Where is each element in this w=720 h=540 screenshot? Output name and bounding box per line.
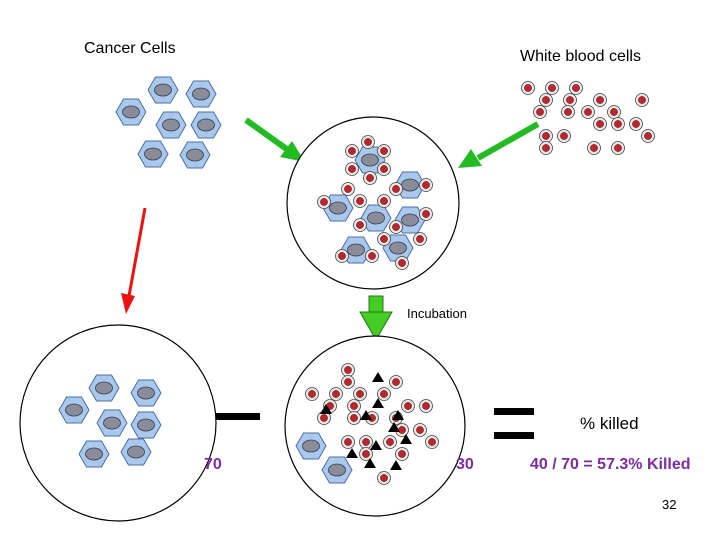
white-blood-cell bbox=[395, 447, 409, 461]
white-blood-cell bbox=[539, 129, 553, 143]
cancer-cell bbox=[137, 140, 169, 168]
incubation-label: Incubation bbox=[407, 306, 467, 321]
white-blood-cell bbox=[521, 81, 535, 95]
white-blood-cell bbox=[383, 435, 397, 449]
cancer-cells-label: Cancer Cells bbox=[84, 40, 176, 57]
survivor-count: 30 bbox=[456, 456, 474, 473]
white-blood-cell bbox=[359, 435, 373, 449]
white-blood-cell-group bbox=[521, 81, 655, 155]
cancer-cell-group bbox=[115, 76, 222, 169]
white-blood-cell bbox=[641, 129, 655, 143]
white-blood-cell bbox=[545, 81, 559, 95]
white-blood-cell bbox=[341, 435, 355, 449]
white-blood-cell bbox=[607, 105, 621, 119]
cancer-cell bbox=[190, 111, 222, 139]
red-arrow bbox=[121, 207, 147, 314]
minus-sign bbox=[216, 413, 260, 420]
white-blood-cell bbox=[413, 232, 427, 246]
control-count: 70 bbox=[204, 456, 222, 473]
cancer-cell bbox=[155, 111, 187, 139]
white-blood-cell bbox=[347, 411, 361, 425]
incubation-arrow bbox=[359, 295, 393, 342]
white-blood-cell bbox=[593, 93, 607, 107]
kill-formula: 40 / 70 = 57.3% Killed bbox=[530, 456, 691, 473]
white-blood-cell bbox=[389, 182, 403, 196]
white-blood-cell bbox=[377, 144, 391, 158]
white-blood-cell bbox=[539, 93, 553, 107]
white-blood-cell bbox=[419, 178, 433, 192]
white-blood-cell bbox=[329, 387, 343, 401]
white-blood-cell bbox=[563, 93, 577, 107]
percent-killed-label: % killed bbox=[580, 414, 639, 433]
white-blood-cell bbox=[377, 387, 391, 401]
white-blood-cell bbox=[377, 471, 391, 485]
white-blood-cell bbox=[557, 129, 571, 143]
white-blood-cell bbox=[539, 141, 553, 155]
white-blood-cell bbox=[635, 93, 649, 107]
white-blood-cell bbox=[353, 194, 367, 208]
slide-number: 32 bbox=[662, 497, 677, 512]
green-arrow-right bbox=[458, 121, 540, 168]
white-blood-cell bbox=[389, 220, 403, 234]
white-blood-cell bbox=[561, 105, 575, 119]
white-blood-cell bbox=[341, 182, 355, 196]
white-blood-cell bbox=[419, 207, 433, 221]
white-blood-cell bbox=[335, 249, 349, 263]
white-blood-cell bbox=[377, 232, 391, 246]
white-blood-cell bbox=[395, 256, 409, 270]
white-blood-cell bbox=[365, 249, 379, 263]
white-blood-cell bbox=[611, 117, 625, 131]
white-blood-cell bbox=[389, 375, 403, 389]
white-blood-cell bbox=[581, 105, 595, 119]
white-blood-cells-label: White blood cells bbox=[520, 48, 641, 65]
white-blood-cell bbox=[401, 399, 415, 413]
white-blood-cell bbox=[341, 363, 355, 377]
cancer-cell bbox=[185, 80, 217, 108]
white-blood-cell bbox=[345, 162, 359, 176]
white-blood-cell bbox=[419, 399, 433, 413]
white-blood-cell bbox=[347, 399, 361, 413]
cancer-cell bbox=[115, 98, 147, 126]
white-blood-cell bbox=[629, 117, 643, 131]
white-blood-cell bbox=[317, 195, 331, 209]
white-blood-cell bbox=[593, 117, 607, 131]
result-dish bbox=[284, 335, 466, 517]
white-blood-cell bbox=[341, 375, 355, 389]
equals-sign bbox=[494, 408, 534, 439]
white-blood-cell bbox=[425, 435, 439, 449]
white-blood-cell bbox=[353, 387, 367, 401]
white-blood-cell bbox=[377, 162, 391, 176]
cancer-cell bbox=[147, 76, 179, 104]
white-blood-cell bbox=[413, 423, 427, 437]
green-arrow-left bbox=[244, 117, 305, 162]
white-blood-cell bbox=[569, 81, 583, 95]
mixing-dish bbox=[286, 116, 460, 290]
white-blood-cell bbox=[305, 387, 319, 401]
white-blood-cell bbox=[345, 144, 359, 158]
white-blood-cell bbox=[377, 194, 391, 208]
cancer-cell bbox=[179, 141, 211, 169]
white-blood-cell bbox=[361, 135, 375, 149]
white-blood-cell bbox=[353, 218, 367, 232]
white-blood-cell bbox=[533, 105, 547, 119]
white-blood-cell bbox=[611, 141, 625, 155]
white-blood-cell bbox=[363, 171, 377, 185]
white-blood-cell bbox=[587, 141, 601, 155]
